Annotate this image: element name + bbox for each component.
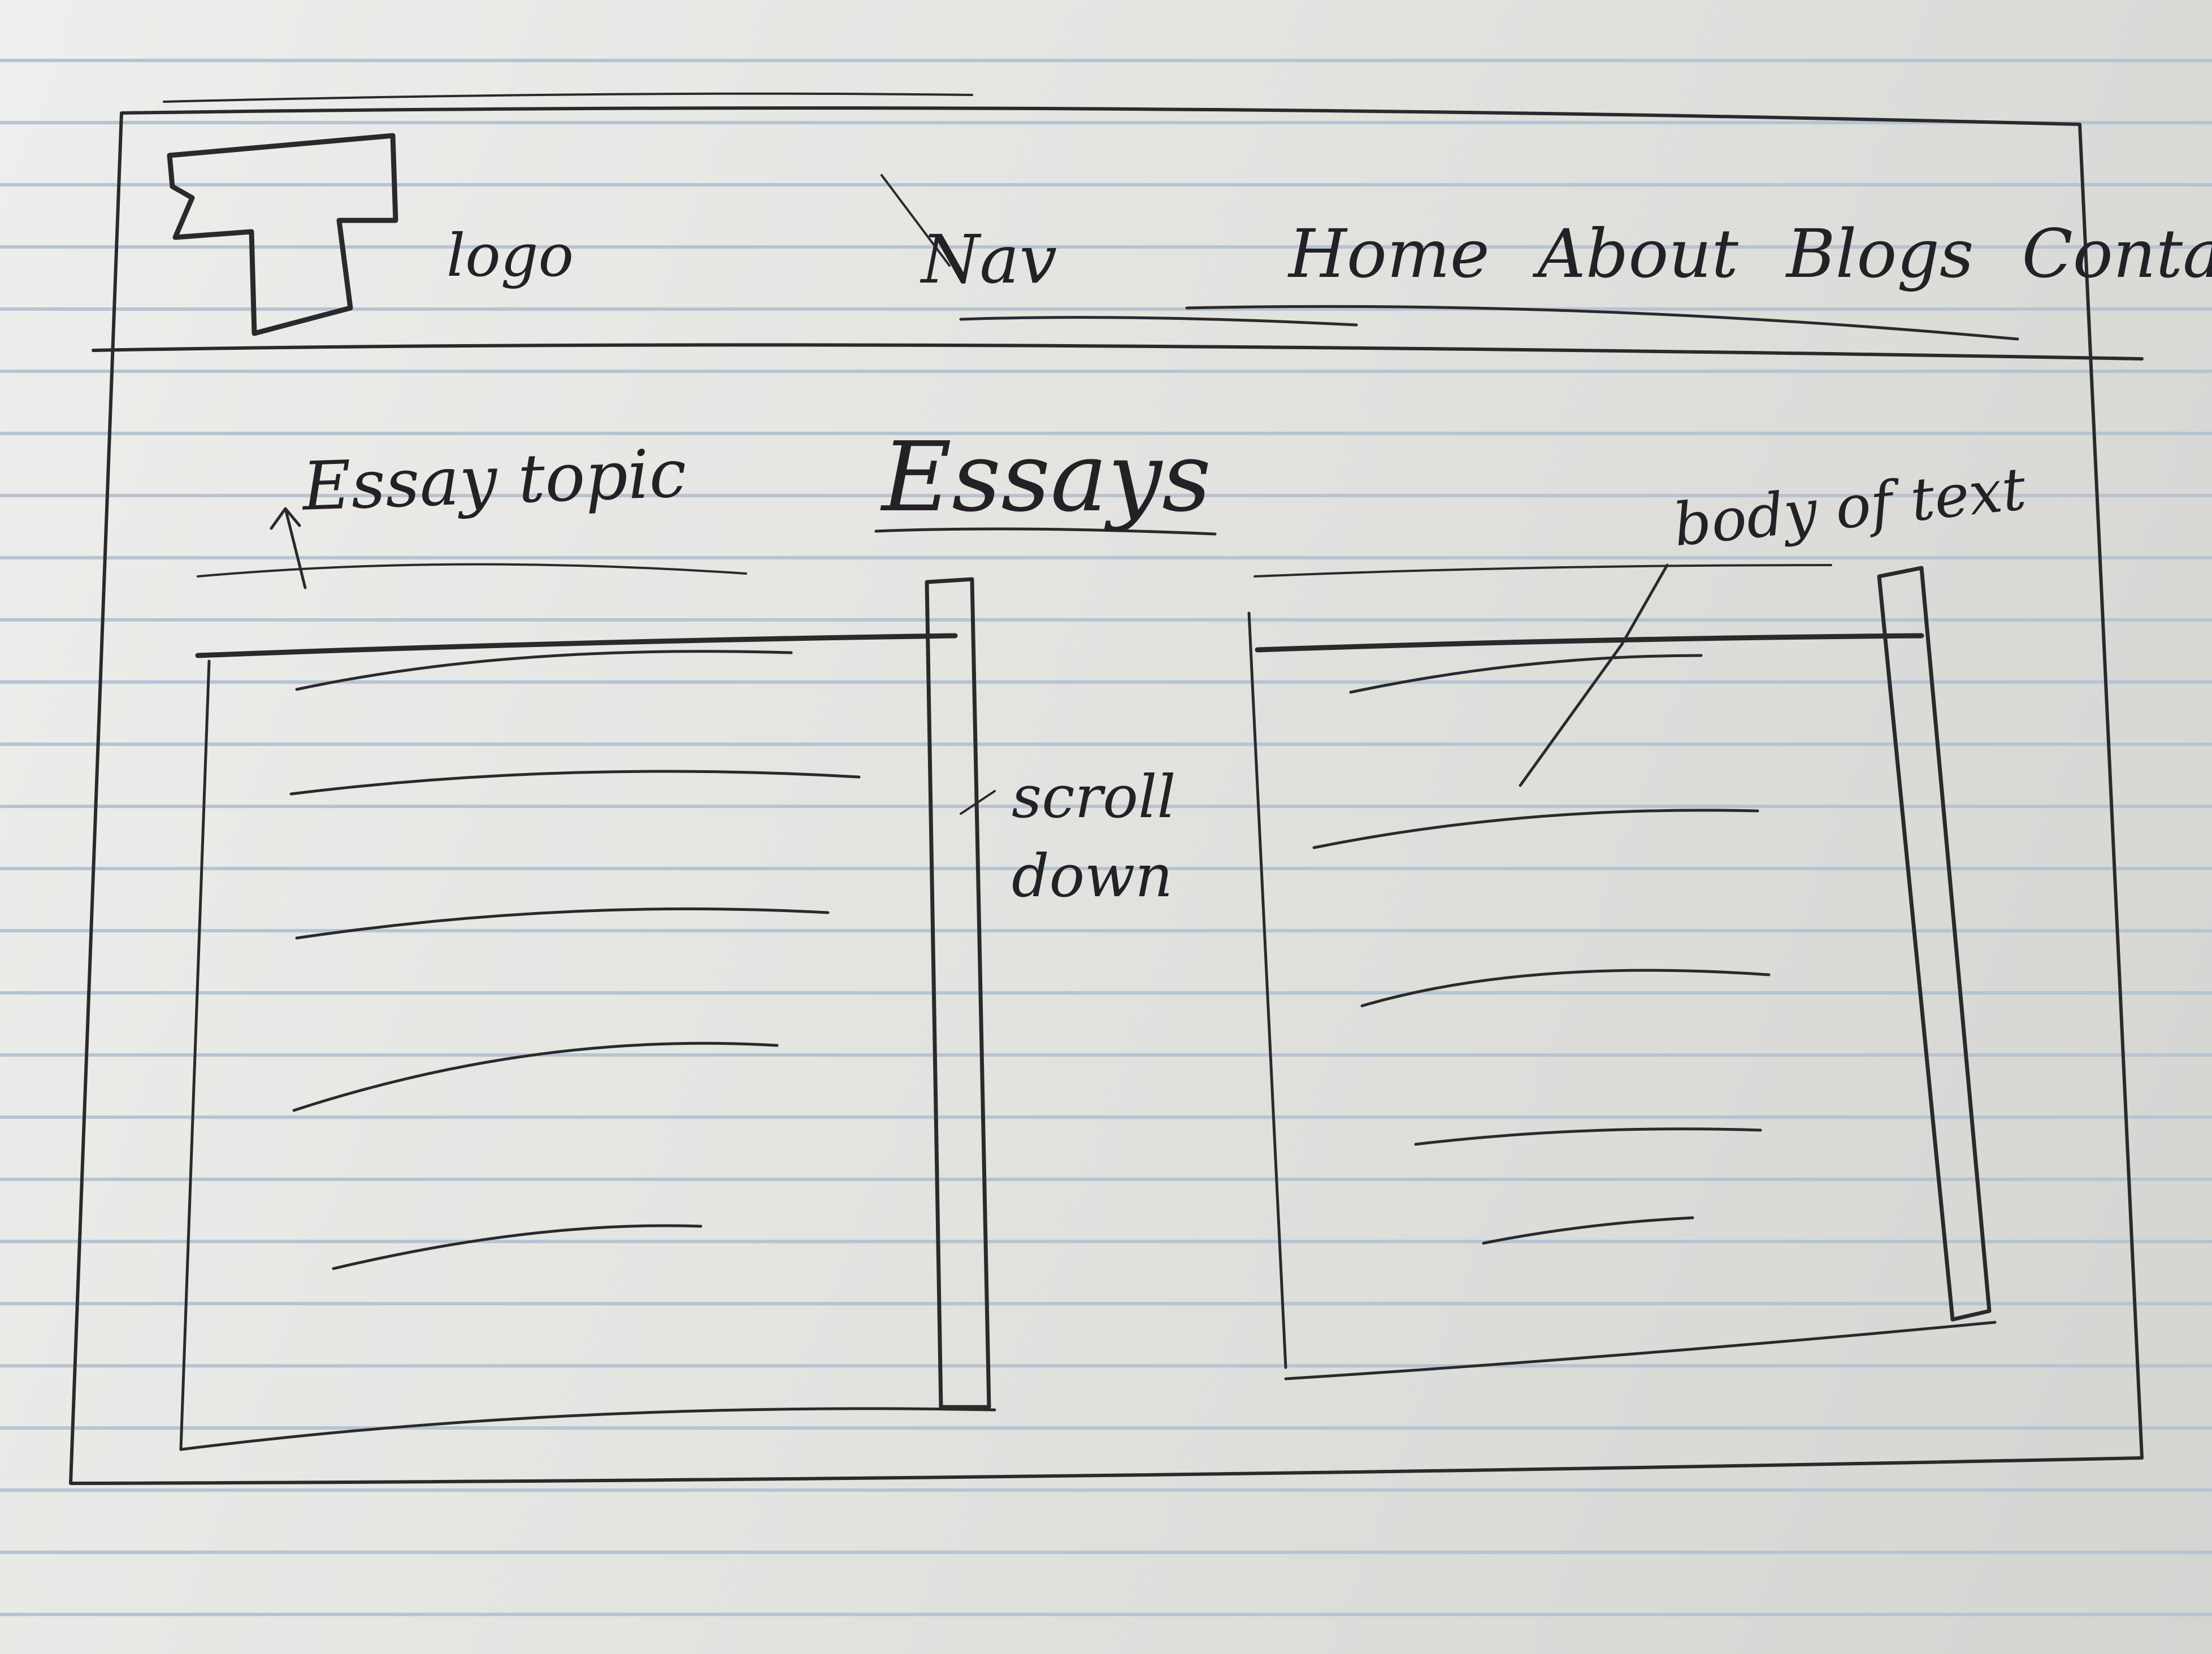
- body-text-panel: [1247, 611, 1997, 1380]
- page-frame: [69, 106, 2144, 1485]
- top-nav: Home About Blogs Contacts: [1289, 220, 2212, 287]
- t-logo-icon: [167, 133, 398, 336]
- nav-label: Nav: [921, 220, 1057, 298]
- page-title: Essays: [882, 422, 1212, 533]
- essay-topic-label: Essay topic: [301, 434, 688, 526]
- header-divider: [92, 343, 2144, 361]
- body-text-lines: [1312, 654, 1771, 1245]
- logo-label: logo: [446, 221, 574, 290]
- left-scrollbar: [925, 577, 991, 1409]
- right-scrollbar: [1877, 566, 1992, 1322]
- nav-item-home[interactable]: Home: [1289, 215, 1490, 293]
- nav-item-contacts[interactable]: Contacts: [2022, 215, 2212, 293]
- essay-topic-lines: [289, 650, 861, 1270]
- scroll-down-note: scroll down: [1012, 762, 1176, 911]
- essay-topic-panel: [179, 633, 996, 1451]
- nav-item-about[interactable]: About: [1537, 215, 1738, 293]
- nav-item-blogs[interactable]: Blogs: [1786, 215, 1974, 293]
